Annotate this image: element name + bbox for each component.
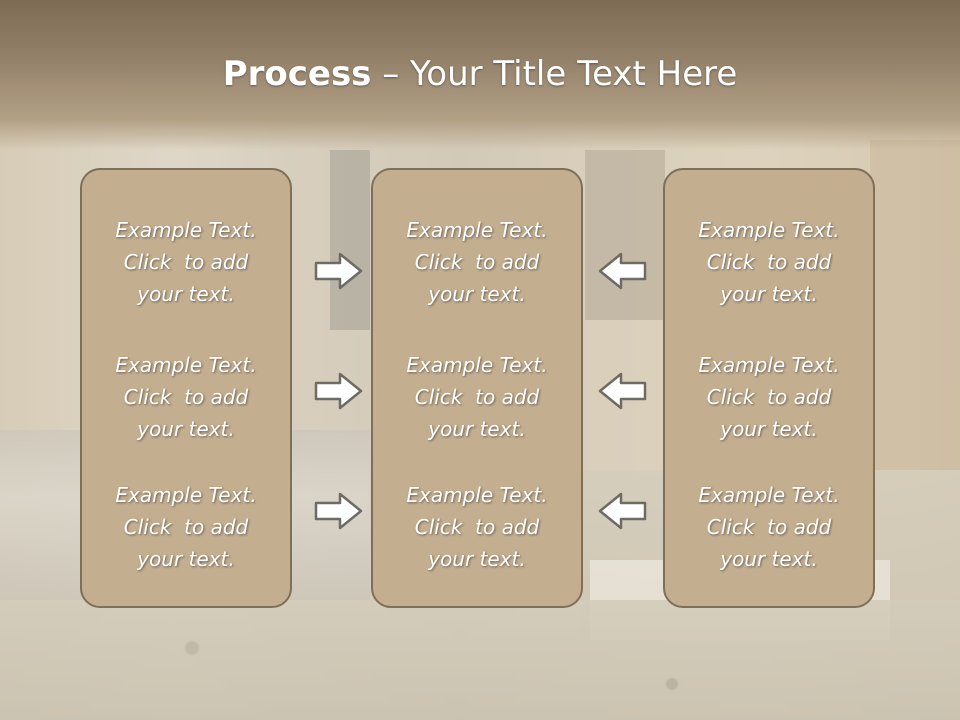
title-band [0,0,960,150]
text-block[interactable]: Example Text. Click to add your text. [665,214,873,310]
title-bold-text: Process [222,54,372,94]
text-line: Example Text. [115,218,257,242]
background-window [330,150,370,330]
text-box-left[interactable]: Example Text. Click to add your text. Ex… [80,168,292,608]
text-line: Example Text. [115,353,257,377]
text-block[interactable]: Example Text. Click to add your text. [665,349,873,445]
text-line: Click to add [123,385,249,409]
background-cabinet [585,150,665,320]
text-line: Example Text. [406,483,548,507]
text-line: your text. [428,417,526,441]
text-block[interactable]: Example Text. Click to add your text. [665,479,873,575]
text-line: Example Text. [698,353,840,377]
text-line: Example Text. [406,218,548,242]
arrow-right-icon[interactable] [314,371,364,411]
arrow-left-icon[interactable] [597,491,647,531]
text-line: your text. [720,547,818,571]
arrow-right-icon[interactable] [314,251,364,291]
text-line: Click to add [414,515,540,539]
text-line: Click to add [414,385,540,409]
text-line: Click to add [706,385,832,409]
text-line: Example Text. [406,353,548,377]
title-rest-text: – Your Title Text Here [371,54,738,94]
text-line: Example Text. [115,483,257,507]
text-line: Example Text. [698,218,840,242]
background-countertop [0,600,960,720]
text-line: your text. [137,282,235,306]
text-line: your text. [428,282,526,306]
text-line: your text. [720,417,818,441]
background-cabinet-right [870,140,960,470]
arrow-right-icon[interactable] [314,491,364,531]
text-block[interactable]: Example Text. Click to add your text. [373,349,581,445]
text-block[interactable]: Example Text. Click to add your text. [82,479,290,575]
text-line: Click to add [414,250,540,274]
arrow-left-icon[interactable] [597,251,647,291]
text-block[interactable]: Example Text. Click to add your text. [82,349,290,445]
text-line: your text. [720,282,818,306]
text-line: your text. [137,417,235,441]
text-block[interactable]: Example Text. Click to add your text. [373,214,581,310]
text-line: Click to add [123,515,249,539]
text-box-right[interactable]: Example Text. Click to add your text. Ex… [663,168,875,608]
text-line: Example Text. [698,483,840,507]
text-box-center[interactable]: Example Text. Click to add your text. Ex… [371,168,583,608]
text-block[interactable]: Example Text. Click to add your text. [373,479,581,575]
arrow-left-icon[interactable] [597,371,647,411]
text-block[interactable]: Example Text. Click to add your text. [82,214,290,310]
text-line: Click to add [123,250,249,274]
text-line: your text. [428,547,526,571]
text-line: your text. [137,547,235,571]
text-line: Click to add [706,515,832,539]
slide-title[interactable]: Process – Your Title Text Here [0,54,960,94]
text-line: Click to add [706,250,832,274]
